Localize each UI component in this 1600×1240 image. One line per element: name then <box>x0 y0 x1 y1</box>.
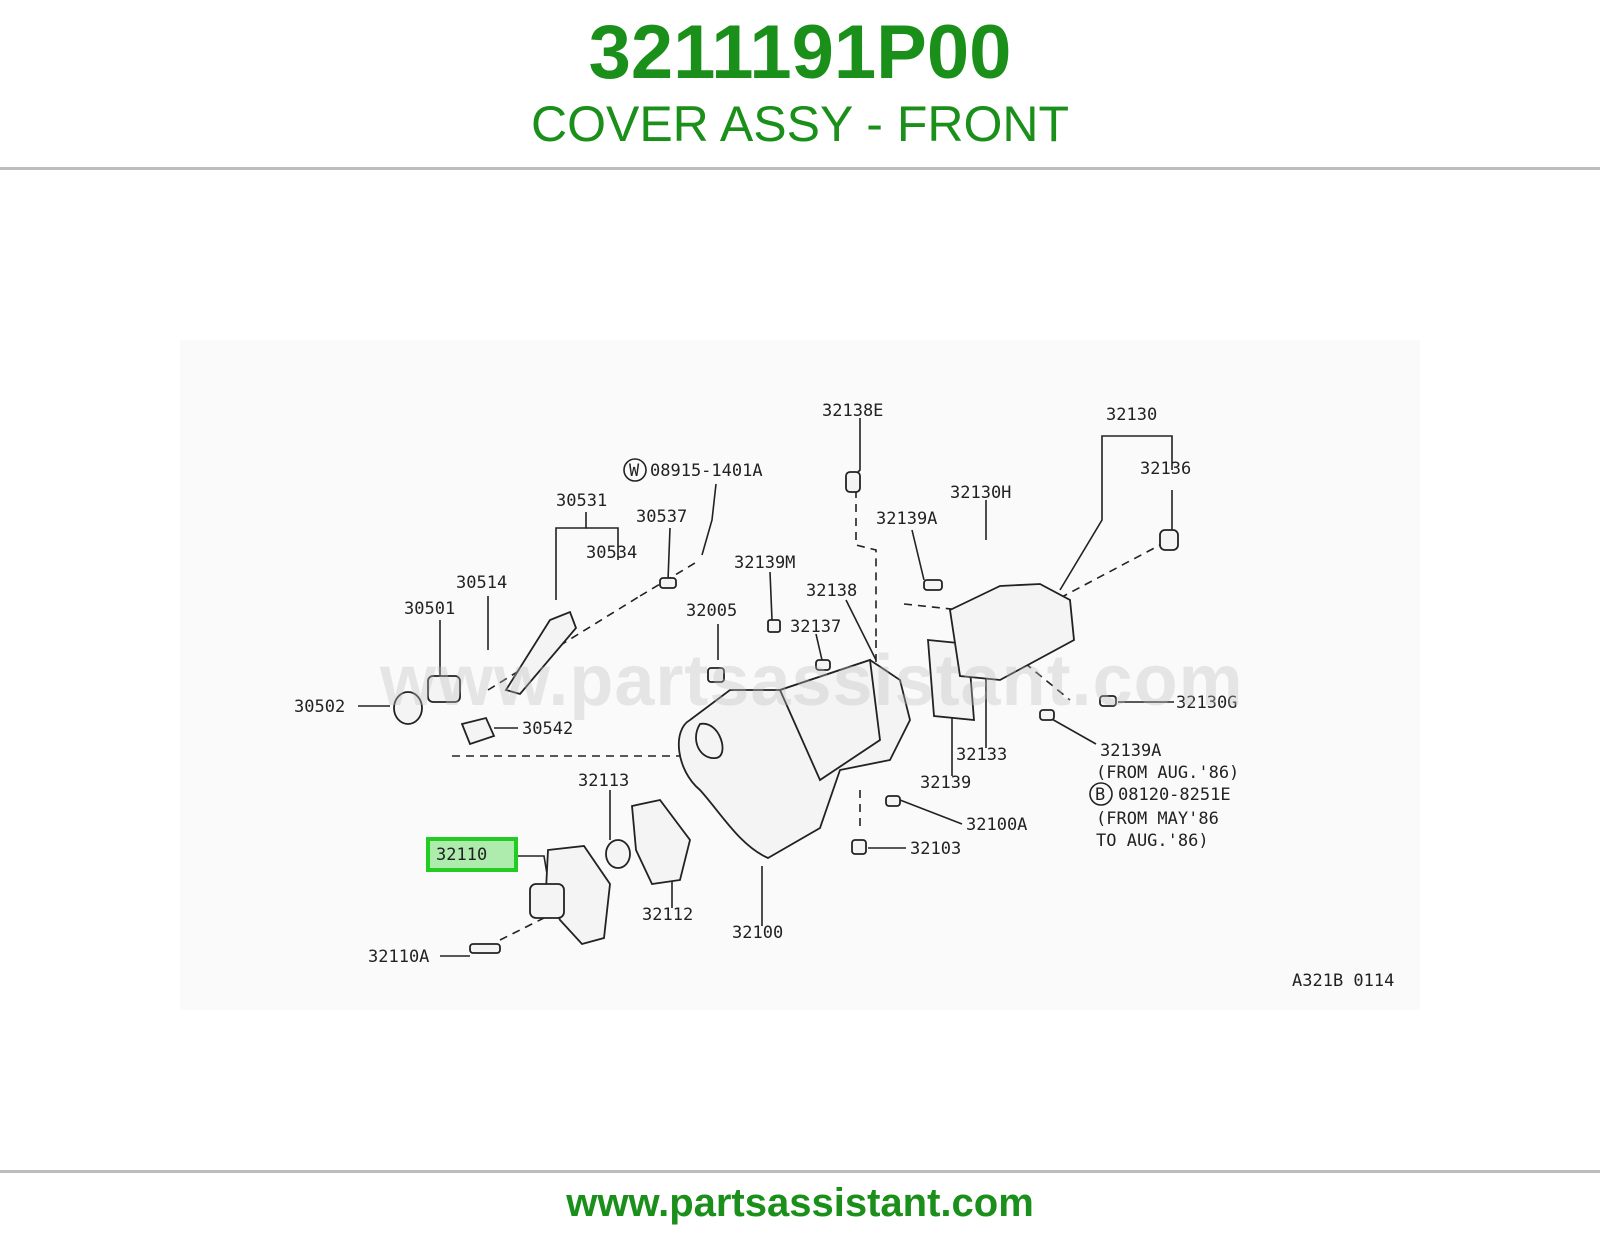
callout-32130H: 32130H <box>950 483 1011 503</box>
callout-30534: 30534 <box>586 543 637 563</box>
footer-url-link[interactable]: www.partsassistant.com <box>566 1181 1034 1225</box>
part-number-title: 3211191P00 <box>588 10 1012 95</box>
callout-08120-8251E: 08120-8251E <box>1118 785 1231 805</box>
bolt-32139A <box>1039 709 1055 721</box>
spring-32139M <box>767 619 781 633</box>
bolt-32110A <box>469 943 501 954</box>
callout-32005: 32005 <box>686 601 737 621</box>
bolt-32139A-top <box>923 579 943 591</box>
diagram-panel <box>180 340 1420 1010</box>
callout-30537: 30537 <box>636 507 687 527</box>
leader-32100A <box>899 799 963 825</box>
switch-32005 <box>707 667 725 683</box>
callout-32139M: 32139M <box>734 553 795 573</box>
plug-32103 <box>851 839 867 855</box>
callout-08915-1401A: 08915-1401A <box>650 461 763 481</box>
pin-32137 <box>815 659 831 671</box>
leader-30531 <box>555 512 587 600</box>
callout-32136: 32136 <box>1140 459 1191 479</box>
part-name-subtitle: COVER ASSY - FRONT <box>530 96 1070 152</box>
callout-32110A: 32110A <box>368 947 429 967</box>
callout-from-may86: (FROM MAY'86 <box>1096 809 1219 829</box>
callout-32139A-right: 32139A <box>1100 741 1161 761</box>
leader-30537 <box>667 527 671 581</box>
dust-cover-30542 <box>460 716 496 746</box>
rear-extension-32130 <box>949 583 1075 681</box>
leader-08915 <box>701 483 717 556</box>
highlighted-part-label: 32110 <box>436 845 488 865</box>
leader-32138 <box>845 599 877 661</box>
callout-32130: 32130 <box>1106 405 1157 425</box>
plug-32100A <box>885 795 901 807</box>
leader-32139A-right <box>1049 717 1097 745</box>
callout-30542: 30542 <box>522 719 573 739</box>
leader-32138E <box>849 418 861 481</box>
leader-32139A-top <box>911 529 925 581</box>
watermark: www.partsassistant.com <box>380 641 1244 721</box>
seal-32113 <box>605 839 631 869</box>
callout-32138: 32138 <box>806 581 857 601</box>
callout-from-aug86: (FROM AUG.'86) <box>1096 763 1239 783</box>
withdrawal-lever-30531 <box>504 610 578 696</box>
leader-32130 <box>1059 435 1138 591</box>
symbol-b-circle <box>1089 782 1113 806</box>
callout-30502: 30502 <box>294 697 345 717</box>
callout-32139: 32139 <box>920 773 971 793</box>
callout-32100A: 32100A <box>966 815 1027 835</box>
symbol-w: W <box>629 461 640 481</box>
callout-to-aug86: TO AUG.'86) <box>1096 831 1209 851</box>
callout-30514: 30514 <box>456 573 507 593</box>
release-bearing-30502 <box>393 691 423 725</box>
footer-divider <box>0 1170 1600 1173</box>
callout-32130G: 32130G <box>1176 693 1237 713</box>
callout-32100: 32100 <box>732 923 783 943</box>
callout-32113: 32113 <box>578 771 629 791</box>
callout-32112: 32112 <box>642 905 693 925</box>
symbol-b: B <box>1095 785 1105 805</box>
callout-32139A-top: 32139A <box>876 509 937 529</box>
nipple-30537 <box>659 577 677 589</box>
callout-30501: 30501 <box>404 599 455 619</box>
leader-32139M <box>769 571 773 621</box>
highlighted-part-callout[interactable]: 32110 <box>426 837 518 872</box>
page-header: 3211191P00 COVER ASSY - FRONT <box>0 0 1600 168</box>
bushing-32136 <box>1159 529 1179 551</box>
callout-32133: 32133 <box>956 745 1007 765</box>
bolt-32130G <box>1099 695 1117 707</box>
callout-32137: 32137 <box>790 617 841 637</box>
symbol-w-circle <box>623 458 647 482</box>
leader-32137 <box>815 633 823 661</box>
front-cover-boss <box>529 883 565 919</box>
leader-32110 <box>518 855 549 881</box>
bearing-sleeve-30501 <box>427 675 461 703</box>
drawing-code: A321B 0114 <box>1292 971 1394 991</box>
gasket-32112 <box>631 798 691 885</box>
header-divider <box>0 167 1600 170</box>
vent-32138E <box>845 471 861 493</box>
callout-30531: 30531 <box>556 491 607 511</box>
callout-32103: 32103 <box>910 839 961 859</box>
callout-32138E: 32138E <box>822 401 883 421</box>
